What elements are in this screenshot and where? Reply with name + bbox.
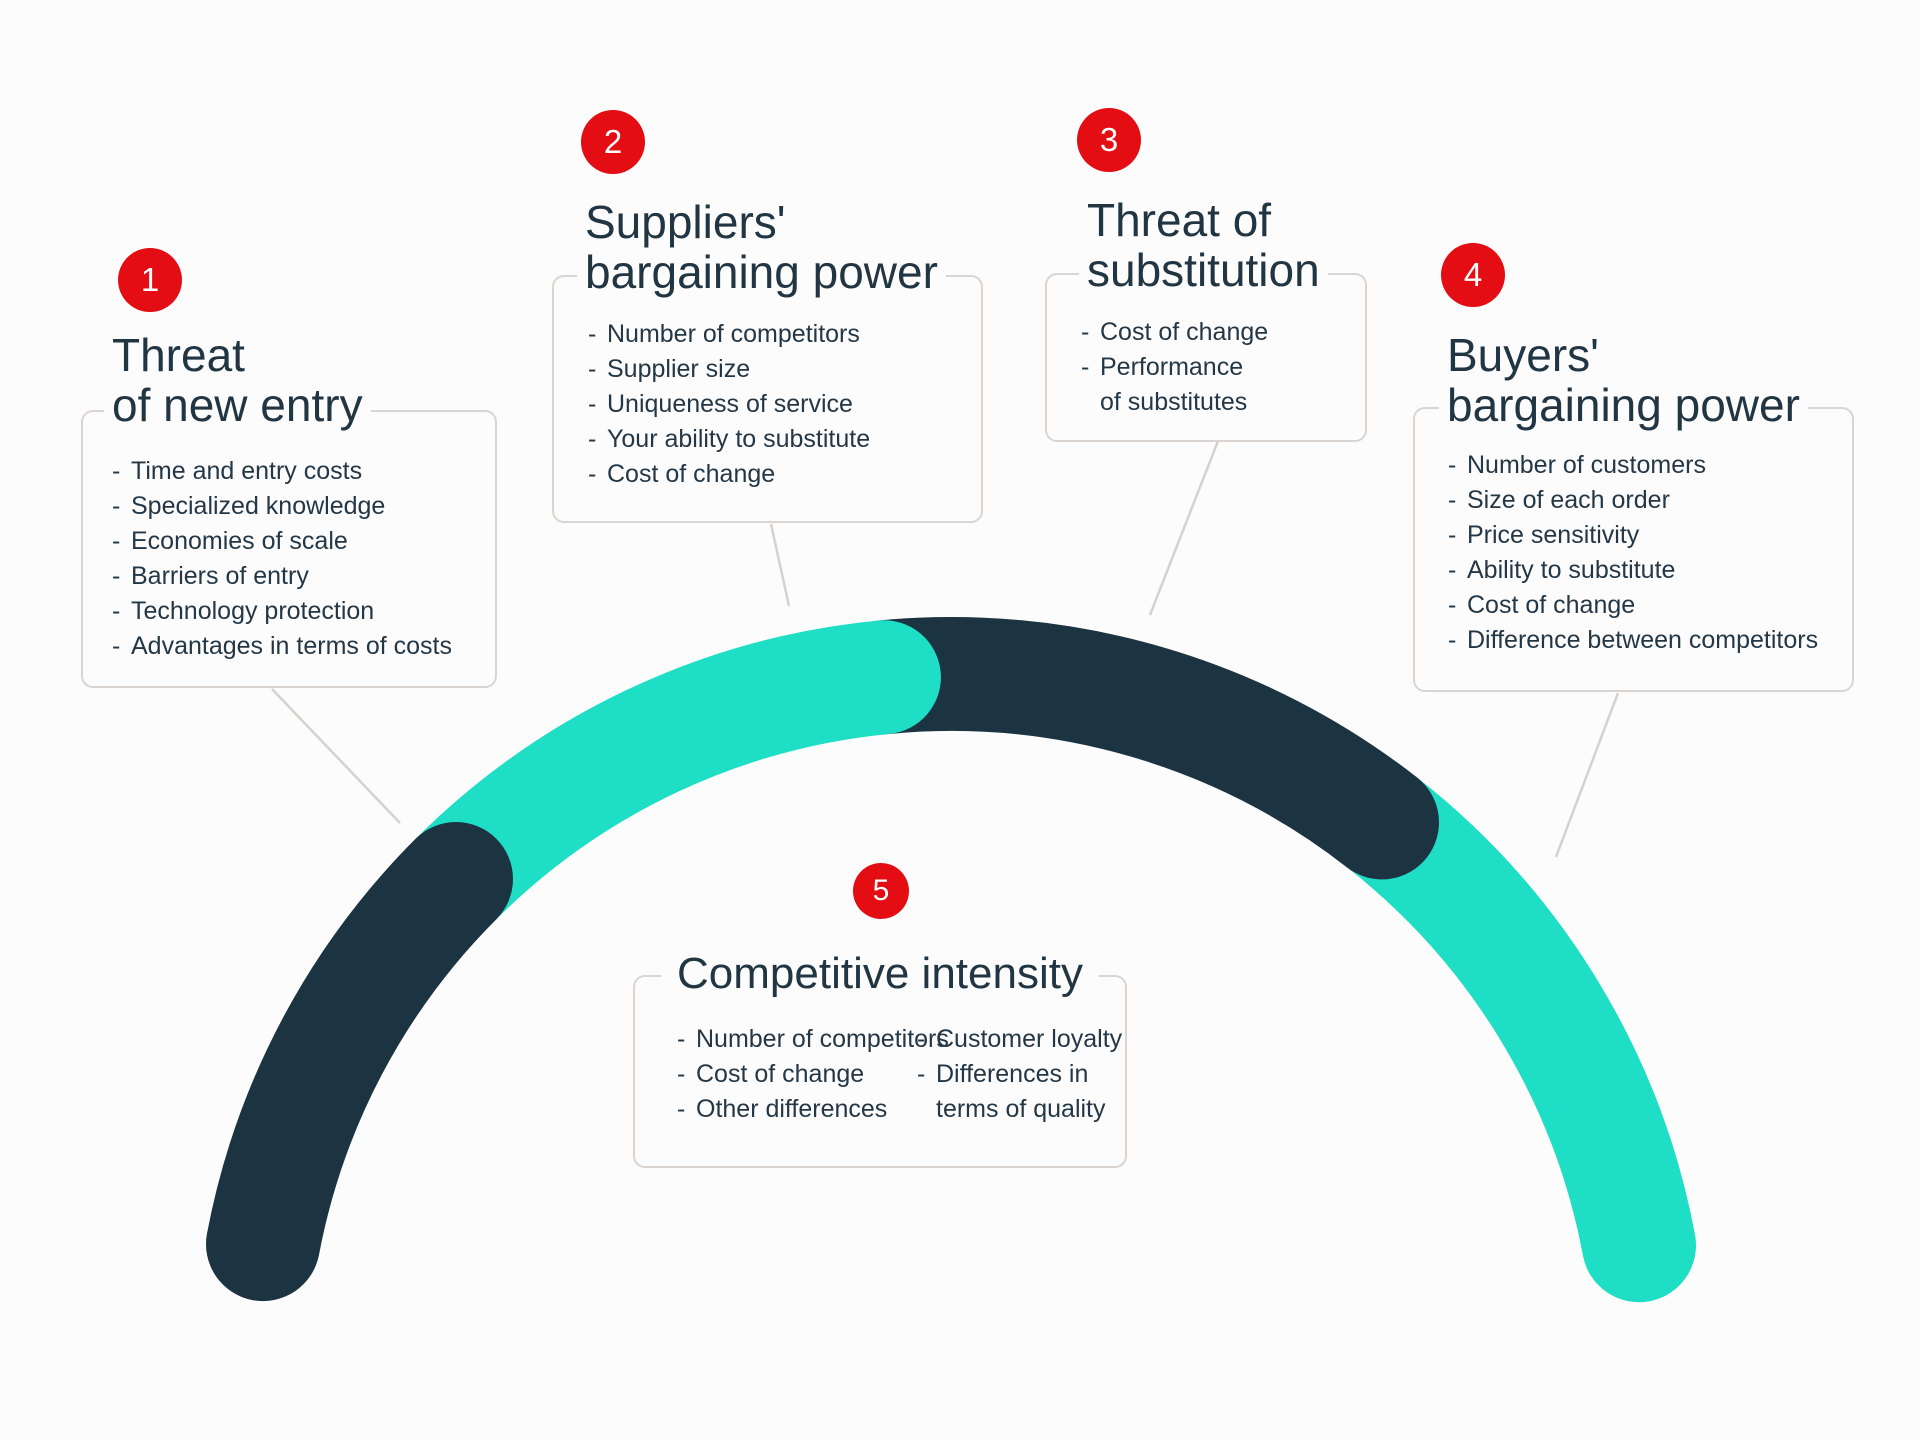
title-line: Buyers' — [1439, 330, 1607, 380]
list-threat-of-new-entry: -Time and entry costs -Specialized knowl… — [112, 454, 482, 664]
arc-segment-navy-top-right — [826, 616, 1439, 880]
list-buyers-bargaining-power: -Number of customers -Size of each order… — [1448, 448, 1848, 658]
list-item: -Number of competitors — [588, 317, 968, 352]
bullet: - — [1448, 451, 1457, 479]
list-item: -Specialized knowledge — [112, 489, 482, 524]
bullet: - — [112, 597, 121, 625]
bullet: - — [588, 425, 597, 453]
title-line: Threat — [104, 330, 253, 380]
badge-4-number: 4 — [1463, 256, 1483, 293]
card-threat-of-substitution — [1045, 273, 1367, 442]
bullet: - — [112, 457, 121, 485]
badge-4: 4 — [1441, 243, 1505, 307]
badge-5: 5 — [853, 863, 909, 919]
bullet: - — [1448, 486, 1457, 514]
card-buyers-bargaining-power — [1413, 407, 1854, 692]
list-item: -Cost of change — [588, 457, 968, 492]
bullet: - — [1448, 521, 1457, 549]
bullet: - — [677, 1095, 686, 1123]
bullet: - — [1448, 626, 1457, 654]
list-item: -Uniqueness of service — [588, 387, 968, 422]
bullet: - — [1448, 591, 1457, 619]
bullet: - — [677, 1060, 686, 1088]
bullet: - — [917, 1060, 926, 1088]
bullet: - — [1081, 318, 1090, 346]
card-suppliers-bargaining-power — [552, 275, 983, 523]
list-item: -Technology protection — [112, 594, 482, 629]
bullet: - — [1081, 353, 1090, 381]
list-item: -Your ability to substitute — [588, 422, 968, 457]
leader-lines — [271, 440, 1620, 858]
list-item: -Ability to substitute — [1448, 553, 1848, 588]
list-item: -Time and entry costs — [112, 454, 482, 489]
card-competitive-intensity — [633, 975, 1127, 1168]
list-item: -Number of customers — [1448, 448, 1848, 483]
list-competitive-intensity-right: -Customer loyalty -Differences in terms … — [917, 1022, 1167, 1127]
list-item: -Supplier size — [588, 352, 968, 387]
bullet: - — [677, 1025, 686, 1053]
list-item: -Differences in terms of quality — [917, 1057, 1167, 1127]
list-item: -Barriers of entry — [112, 559, 482, 594]
bullet: - — [588, 390, 597, 418]
leader-line-force-3 — [1148, 440, 1220, 616]
title-line: bargaining power — [1439, 380, 1808, 430]
arc-segment-navy-bottom-left — [206, 822, 513, 1302]
title-suppliers-bargaining-power: Suppliers' bargaining power — [577, 197, 946, 297]
title-threat-of-new-entry: Threat of new entry — [104, 330, 371, 430]
list-item: -Cost of change — [677, 1057, 977, 1092]
bullet: - — [112, 492, 121, 520]
title-line: bargaining power — [577, 247, 946, 297]
title-competitive-intensity: Competitive intensity — [633, 951, 1127, 997]
list-item: -Cost of change — [1081, 315, 1353, 350]
list-item: -Cost of change — [1448, 588, 1848, 623]
list-item: -Customer loyalty — [917, 1022, 1167, 1057]
list-item: -Advantages in terms of costs — [112, 629, 482, 664]
title-line: of new entry — [104, 380, 371, 430]
list-suppliers-bargaining-power: -Number of competitors -Supplier size -U… — [588, 317, 968, 492]
five-forces-arc — [206, 616, 1696, 1303]
title-line: Threat of — [1079, 195, 1280, 245]
arc-segment-teal-bottom-right — [1325, 765, 1696, 1303]
leader-line-force-2 — [769, 523, 791, 607]
title-line: Competitive intensity — [661, 951, 1099, 997]
badge-1: 1 — [118, 248, 182, 312]
title-line: substitution — [1079, 245, 1328, 295]
bullet: - — [588, 320, 597, 348]
title-buyers-bargaining-power: Buyers' bargaining power — [1439, 330, 1808, 430]
list-item: -Economies of scale — [112, 524, 482, 559]
list-item: -Difference between competitors — [1448, 623, 1848, 658]
leader-line-force-4 — [1554, 692, 1620, 858]
bullet: - — [112, 527, 121, 555]
bullet: - — [112, 632, 121, 660]
badge-3-number: 3 — [1099, 121, 1119, 158]
badge-2-number: 2 — [603, 123, 623, 160]
list-item: -Other differences — [677, 1092, 977, 1127]
list-item: -Number of competitors — [677, 1022, 977, 1057]
badge-1-number: 1 — [140, 261, 160, 298]
badge-5-number: 5 — [872, 874, 890, 907]
bullet: - — [588, 460, 597, 488]
badge-2: 2 — [581, 110, 645, 174]
list-item: -Performance of substitutes — [1081, 350, 1353, 420]
badge-3: 3 — [1077, 108, 1141, 172]
bullet: - — [917, 1025, 926, 1053]
bullet: - — [112, 562, 121, 590]
bullet: - — [1448, 556, 1457, 584]
list-item: -Size of each order — [1448, 483, 1848, 518]
title-threat-of-substitution: Threat of substitution — [1079, 195, 1328, 295]
list-competitive-intensity-left: -Number of competitors -Cost of change -… — [677, 1022, 977, 1127]
bullet: - — [588, 355, 597, 383]
list-threat-of-substitution: -Cost of change -Performance of substitu… — [1081, 315, 1353, 420]
title-line: Suppliers' — [577, 197, 794, 247]
list-item: -Price sensitivity — [1448, 518, 1848, 553]
arc-segment-teal-top-left — [399, 620, 941, 936]
leader-line-force-1 — [271, 688, 401, 824]
